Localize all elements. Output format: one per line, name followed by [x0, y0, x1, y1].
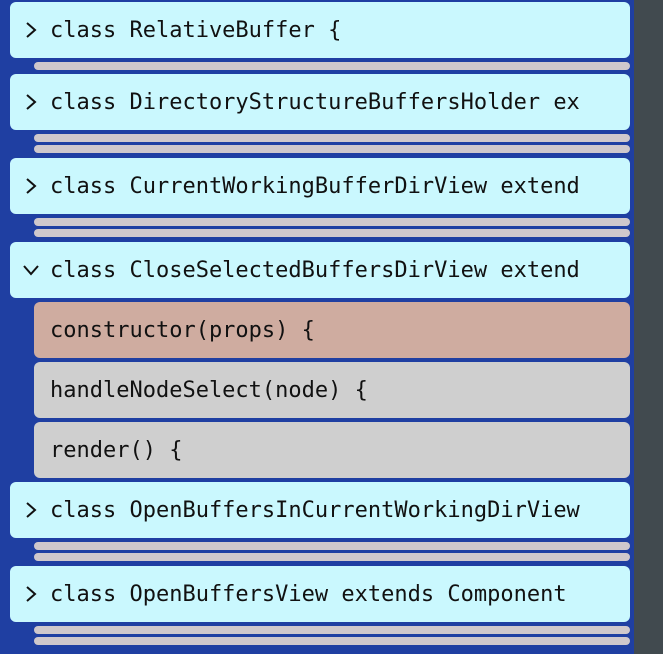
- tree-node-relative-buffer[interactable]: class RelativeBuffer {: [10, 2, 630, 58]
- tree-node-label: class OpenBuffersInCurrentWorkingDirView: [50, 497, 580, 523]
- tree-node-close-selected-buffers-dir-view[interactable]: class CloseSelectedBuffersDirView extend: [10, 242, 630, 298]
- chevron-down-icon[interactable]: [22, 261, 40, 279]
- outline-tree-panel: class RelativeBuffer { class DirectorySt…: [0, 0, 634, 654]
- collapsed-children-indicator: [34, 626, 630, 634]
- tree-node-open-buffers-in-current-working-dir-view[interactable]: class OpenBuffersInCurrentWorkingDirView: [10, 482, 630, 538]
- tree-child-render[interactable]: render() {: [34, 422, 630, 478]
- collapsed-children-indicator: [34, 637, 630, 645]
- tree-node-open-buffers-view[interactable]: class OpenBuffersView extends Component: [10, 566, 630, 622]
- chevron-right-icon[interactable]: [22, 21, 40, 39]
- tree-node-current-working-buffer-dir-view[interactable]: class CurrentWorkingBufferDirView extend: [10, 158, 630, 214]
- chevron-right-icon[interactable]: [22, 93, 40, 111]
- tree-node-label: class DirectoryStructureBuffersHolder ex: [50, 89, 580, 115]
- tree-child-label: constructor(props) {: [50, 317, 315, 343]
- chevron-right-icon[interactable]: [22, 501, 40, 519]
- tree-node-label: class RelativeBuffer {: [50, 17, 342, 43]
- collapsed-children-indicator: [34, 229, 630, 237]
- tree-child-constructor[interactable]: constructor(props) {: [34, 302, 630, 358]
- chevron-right-icon[interactable]: [22, 585, 40, 603]
- tree-node-label: class CurrentWorkingBufferDirView extend: [50, 173, 580, 199]
- chevron-right-icon[interactable]: [22, 177, 40, 195]
- tree-node-label: class CloseSelectedBuffersDirView extend: [50, 257, 580, 283]
- collapsed-children-indicator: [34, 553, 630, 561]
- tree-child-label: handleNodeSelect(node) {: [50, 377, 368, 403]
- collapsed-children-indicator: [34, 218, 630, 226]
- collapsed-children-indicator: [34, 542, 630, 550]
- tree-child-label: render() {: [50, 437, 183, 463]
- tree-child-handle-node-select[interactable]: handleNodeSelect(node) {: [34, 362, 630, 418]
- collapsed-children-indicator: [34, 145, 630, 153]
- tree-node-label: class OpenBuffersView extends Component: [50, 581, 567, 607]
- collapsed-children-indicator: [34, 134, 630, 142]
- editor-gutter: [634, 0, 663, 654]
- collapsed-children-indicator: [34, 62, 630, 70]
- tree-node-directory-structure-buffers-holder[interactable]: class DirectoryStructureBuffersHolder ex: [10, 74, 630, 130]
